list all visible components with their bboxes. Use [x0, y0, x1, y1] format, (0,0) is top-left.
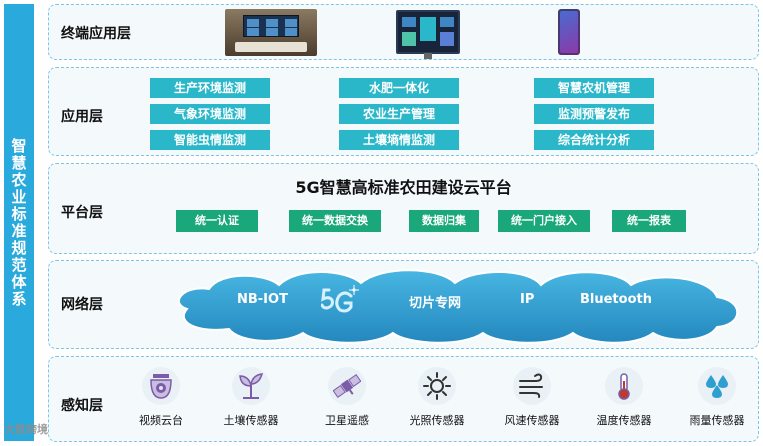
platform-button-auth[interactable]: 统一认证	[176, 210, 258, 232]
conference-room-image	[225, 9, 317, 56]
platform-button-data-collection[interactable]: 数据归集	[409, 210, 479, 232]
app-item[interactable]: 监测预警发布	[534, 104, 654, 124]
app-column-b: 水肥一体化 农业生产管理 土壤墒情监测	[339, 78, 459, 156]
network-label-ip: IP	[520, 292, 535, 307]
sensor-label: 光照传感器	[409, 414, 465, 427]
platform-button-report[interactable]: 统一报表	[612, 210, 686, 232]
terminal-layer-title: 终端应用层	[61, 26, 131, 42]
sensor-label: 风速传感器	[504, 414, 560, 427]
sensor-label: 雨量传感器	[689, 414, 745, 427]
monitor-dashboard-image	[396, 10, 460, 59]
app-item[interactable]: 综合统计分析	[534, 130, 654, 150]
sensor-label: 卫星遥感	[325, 414, 369, 427]
terminal-layer: 终端应用层	[48, 4, 759, 60]
network-label-slice: 切片专网	[409, 296, 462, 311]
sensor-label: 视频云台	[139, 414, 183, 427]
sensor-wind[interactable]: 风速传感器	[495, 367, 569, 428]
sensor-rain[interactable]: 雨量传感器	[680, 367, 754, 428]
sensor-satellite[interactable]: 卫星遥感	[310, 367, 384, 428]
platform-headline: 5G智慧高标准农田建设云平台	[295, 178, 512, 197]
app-item[interactable]: 智慧农机管理	[534, 78, 654, 98]
sensor-soil[interactable]: 土壤传感器	[214, 367, 288, 428]
sensor-video[interactable]: 视频云台	[124, 367, 198, 428]
raindrops-icon	[698, 367, 736, 405]
sensor-temperature[interactable]: 温度传感器	[587, 367, 661, 428]
side-title: 智慧农业标准规范体系	[9, 137, 28, 308]
application-layer: 应用层 生产环境监测 气象环境监测 智能虫情监测 水肥一体化 农业生产管理 土壤…	[48, 67, 759, 156]
platform-button-data-exchange[interactable]: 统一数据交换	[289, 210, 381, 232]
app-column-c: 智慧农机管理 监测预警发布 综合统计分析	[534, 78, 654, 156]
perception-layer-title: 感知层	[61, 398, 103, 414]
platform-layer-title: 平台层	[61, 205, 103, 221]
network-label-nbiot: NB-IOT	[237, 292, 288, 307]
app-item[interactable]: 智能虫情监测	[150, 130, 270, 150]
sun-icon	[418, 367, 456, 405]
sensor-label: 温度传感器	[596, 414, 652, 427]
wind-icon	[513, 367, 551, 405]
app-item[interactable]: 生产环境监测	[150, 78, 270, 98]
satellite-icon	[328, 367, 366, 405]
side-title-bar: 智慧农业标准规范体系	[4, 4, 34, 441]
smartphone-image	[558, 9, 580, 55]
sensor-label: 土壤传感器	[223, 414, 279, 427]
network-layer: 网络层 NB-IOT 切片专网 IP Bluetooth	[48, 260, 759, 349]
thermometer-icon	[605, 367, 643, 405]
app-item[interactable]: 农业生产管理	[339, 104, 459, 124]
application-layer-title: 应用层	[61, 109, 103, 125]
platform-button-portal[interactable]: 统一门户接入	[498, 210, 590, 232]
app-item[interactable]: 气象环境监测	[150, 104, 270, 124]
watermark: 大数跨境	[4, 423, 48, 436]
app-column-a: 生产环境监测 气象环境监测 智能虫情监测	[150, 78, 270, 156]
sprout-icon	[232, 367, 270, 405]
network-layer-title: 网络层	[61, 297, 103, 313]
sensor-light[interactable]: 光照传感器	[400, 367, 474, 428]
camera-dome-icon	[142, 367, 180, 405]
5g-logo-icon	[321, 285, 359, 313]
app-item[interactable]: 水肥一体化	[339, 78, 459, 98]
platform-layer: 平台层 5G智慧高标准农田建设云平台 统一认证 统一数据交换 数据归集 统一门户…	[48, 163, 759, 254]
network-cloud	[177, 269, 739, 344]
perception-layer: 感知层 视频云台 土壤传感器	[48, 356, 759, 442]
network-label-bluetooth: Bluetooth	[580, 292, 652, 307]
app-item[interactable]: 土壤墒情监测	[339, 130, 459, 150]
